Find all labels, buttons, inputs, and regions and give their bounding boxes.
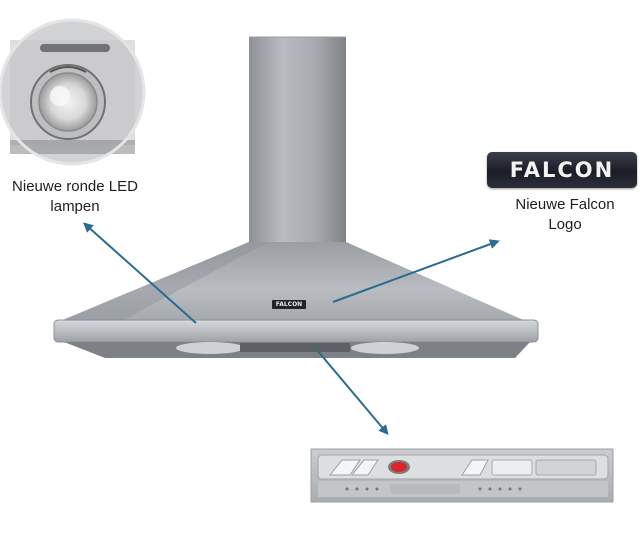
arrow-to-led — [83, 222, 197, 324]
logo-caption-line1: Nieuwe Falcon — [515, 196, 615, 213]
falcon-logo-badge: FALCON — [487, 152, 637, 188]
hood-chimney — [249, 36, 346, 242]
logo-caption: Nieuwe Falcon Logo — [492, 195, 638, 235]
led-caption-line2: lampen — [50, 198, 100, 215]
hood-canopy — [53, 242, 539, 358]
arrow-to-controls — [316, 349, 389, 436]
hood-badge-label: FALCON — [275, 301, 303, 308]
hood-badge — [272, 300, 306, 309]
led-lamp-detail — [0, 18, 146, 166]
arrow-to-logo — [332, 239, 500, 303]
falcon-logo-text: FALCON — [509, 158, 615, 182]
led-caption: Nieuwe ronde LED lampen — [0, 177, 150, 217]
control-panel-detail — [310, 448, 614, 503]
led-caption-line1: Nieuwe ronde LED — [12, 178, 138, 195]
logo-caption-line2: Logo — [548, 216, 582, 233]
